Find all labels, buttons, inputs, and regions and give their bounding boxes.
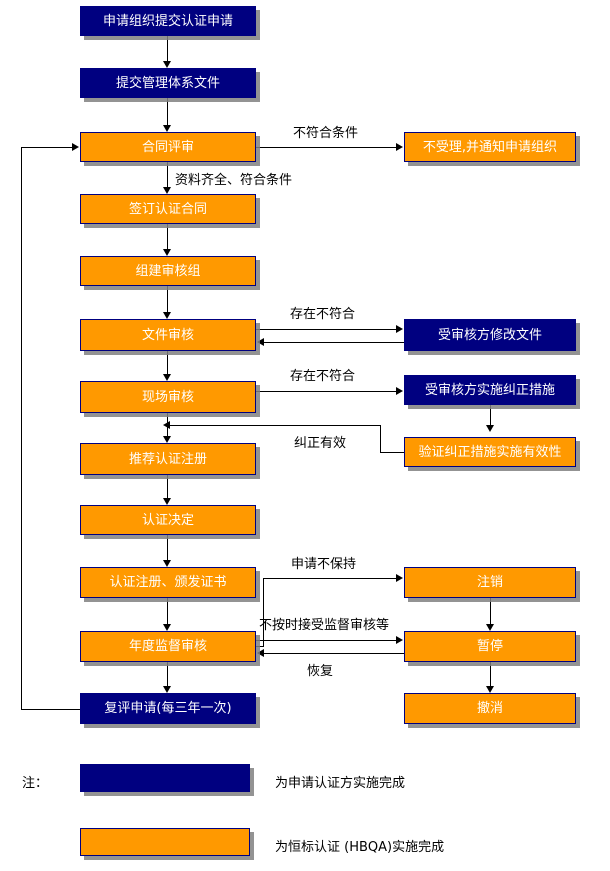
connector-reassessment-exit: [21, 709, 81, 710]
connector-register-to-surveillance: [167, 598, 168, 624]
legend-swatch-applicant: [80, 764, 250, 792]
flow-node-form-audit-team[interactable]: 组建审核组: [80, 256, 256, 286]
connector-audit-team-to-document-review: [167, 286, 168, 312]
connector-surveillance-to-suspension: [256, 640, 396, 641]
connector-documents-to-contract-review: [167, 98, 168, 125]
arrowhead-down-icon: [163, 249, 171, 256]
arrowhead-left-icon: [257, 649, 264, 657]
arrowhead-right-icon: [396, 143, 403, 151]
legend-swatch-certifier: [80, 828, 250, 856]
arrowhead-down-icon: [163, 436, 171, 443]
edge-label-not-maintained: 申请不保持: [291, 557, 357, 572]
flow-node-recommend-registration[interactable]: 推荐认证注册: [80, 443, 256, 475]
arrowhead-down-icon: [486, 624, 494, 631]
edge-label-late-surveillance: 不按时接受监督审核等: [259, 618, 390, 633]
legend-text-certifier: 为恒标认证 (HBQA)实施完成: [275, 840, 445, 855]
arrowhead-down-icon: [163, 560, 171, 567]
legend-text-applicant: 为申请认证方实施完成: [275, 776, 406, 791]
connector-verify-riser: [380, 425, 381, 453]
connector-surveillance-to-reassessment: [167, 662, 168, 686]
connector-sign-contract-to-audit-team: [167, 224, 168, 249]
flow-node-verify-corrective-action[interactable]: 验证纠正措施实施有效性: [404, 437, 576, 467]
connector-verify-to-main-flow: [170, 425, 381, 426]
arrowhead-right-icon: [396, 387, 403, 395]
arrowhead-right-icon: [396, 325, 403, 333]
flow-node-withdrawal[interactable]: 撤消: [404, 693, 576, 724]
flow-node-reassessment-application[interactable]: 复评申请(每三年一次): [80, 693, 256, 724]
arrowhead-left-icon: [257, 338, 264, 346]
connector-verify-stub: [380, 452, 404, 453]
edge-label-documents-complete: 资料齐全、符合条件: [175, 173, 293, 188]
edge-label-nonconformity-document: 存在不符合: [290, 307, 356, 322]
arrowhead-down-icon: [163, 374, 171, 381]
connector-contract-review-to-reject: [256, 147, 396, 148]
edge-label-not-meeting-conditions: 不符合条件: [293, 126, 359, 141]
connector-contract-review-to-sign-contract: [167, 162, 168, 187]
arrowhead-right-icon: [396, 574, 403, 582]
arrowhead-right-icon: [72, 143, 79, 151]
connector-cancellation-riser: [263, 578, 264, 647]
flow-node-certification-decision[interactable]: 认证决定: [80, 505, 256, 535]
flow-node-auditee-corrective-action[interactable]: 受审核方实施纠正措施: [404, 375, 576, 405]
arrowhead-down-icon: [163, 624, 171, 631]
arrowhead-down-icon: [163, 498, 171, 505]
connector-cancellation-to-suspension: [490, 598, 491, 624]
flow-node-onsite-audit[interactable]: 现场审核: [80, 381, 256, 413]
connector-decision-to-register: [167, 535, 168, 560]
connector-feedback-loop-to-contract-review: [21, 147, 72, 148]
flow-node-auditee-revise-documents[interactable]: 受审核方修改文件: [404, 319, 576, 351]
connector-surveillance-stub: [256, 646, 264, 647]
connector-revise-to-document-review: [264, 342, 404, 343]
flow-node-document-review[interactable]: 文件审核: [80, 319, 256, 351]
flow-node-cancellation[interactable]: 注销: [404, 567, 576, 598]
connector-document-review-to-revise: [256, 329, 396, 330]
arrowhead-down-icon: [163, 125, 171, 132]
edge-label-restore: 恢复: [307, 664, 334, 679]
connector-recommend-to-decision: [167, 475, 168, 498]
connector-document-review-to-onsite-audit: [167, 351, 168, 374]
connector-corrective-action-to-verify: [490, 405, 491, 425]
legend-note-label: 注：: [22, 776, 49, 791]
arrowhead-down-icon: [163, 312, 171, 319]
arrowhead-left-icon: [163, 421, 170, 429]
flow-node-sign-contract[interactable]: 签订认证合同: [80, 194, 256, 224]
connector-suspension-to-withdrawal: [490, 662, 491, 686]
connector-suspension-to-surveillance: [264, 653, 404, 654]
arrowhead-down-icon: [486, 686, 494, 693]
arrowhead-down-icon: [486, 425, 494, 432]
arrowhead-right-icon: [396, 636, 403, 644]
flow-node-reject-and-notify[interactable]: 不受理,并通知申请组织: [404, 132, 576, 162]
connector-submit-to-documents: [167, 36, 168, 61]
arrowhead-down-icon: [163, 187, 171, 194]
flow-node-contract-review[interactable]: 合同评审: [80, 132, 256, 162]
connector-surveillance-to-cancellation: [263, 578, 396, 579]
flow-node-register-and-issue-certificate[interactable]: 认证注册、颁发证书: [80, 567, 256, 598]
flow-node-suspension[interactable]: 暂停: [404, 631, 576, 662]
edge-label-nonconformity-onsite: 存在不符合: [290, 369, 356, 384]
arrowhead-down-icon: [163, 61, 171, 68]
edge-label-correction-effective: 纠正有效: [294, 436, 347, 451]
flow-node-submit-system-documents[interactable]: 提交管理体系文件: [80, 68, 256, 98]
arrowhead-down-icon: [163, 686, 171, 693]
connector-feedback-loop-riser: [21, 147, 22, 710]
flow-node-submit-application[interactable]: 申请组织提交认证申请: [80, 6, 256, 36]
connector-onsite-audit-to-corrective-action: [256, 391, 396, 392]
flow-node-annual-surveillance-audit[interactable]: 年度监督审核: [80, 631, 256, 662]
